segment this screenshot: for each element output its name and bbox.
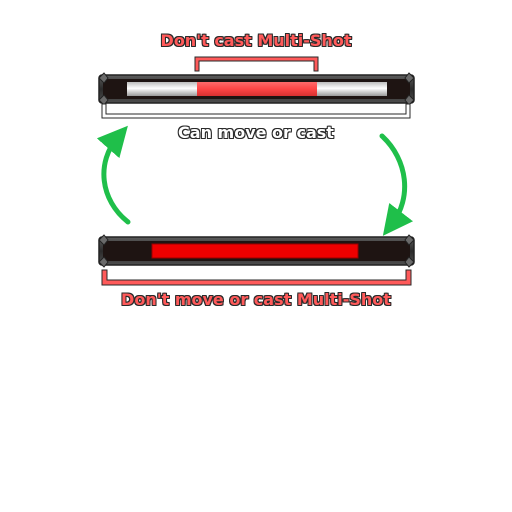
top-bar-red-segment xyxy=(197,82,317,96)
bottom-swing-bar xyxy=(98,234,415,268)
can-move-or-cast-label: Can move or cast xyxy=(178,123,334,142)
top-swing-bar xyxy=(98,72,415,106)
advance-arrow-icon xyxy=(379,133,414,236)
return-arrow-icon xyxy=(96,125,131,225)
dont-cast-label: Don't cast Multi-Shot xyxy=(160,31,352,50)
top-bar-white-segment-right xyxy=(317,82,387,96)
top-bar-white-segment-left xyxy=(127,82,197,96)
top-red-bracket xyxy=(194,56,319,72)
bottom-red-bracket xyxy=(101,269,412,286)
bottom-bar-red-fill xyxy=(151,243,359,259)
dont-move-or-cast-label: Don't move or cast Multi-Shot xyxy=(121,290,391,309)
middle-white-bracket xyxy=(101,103,411,119)
